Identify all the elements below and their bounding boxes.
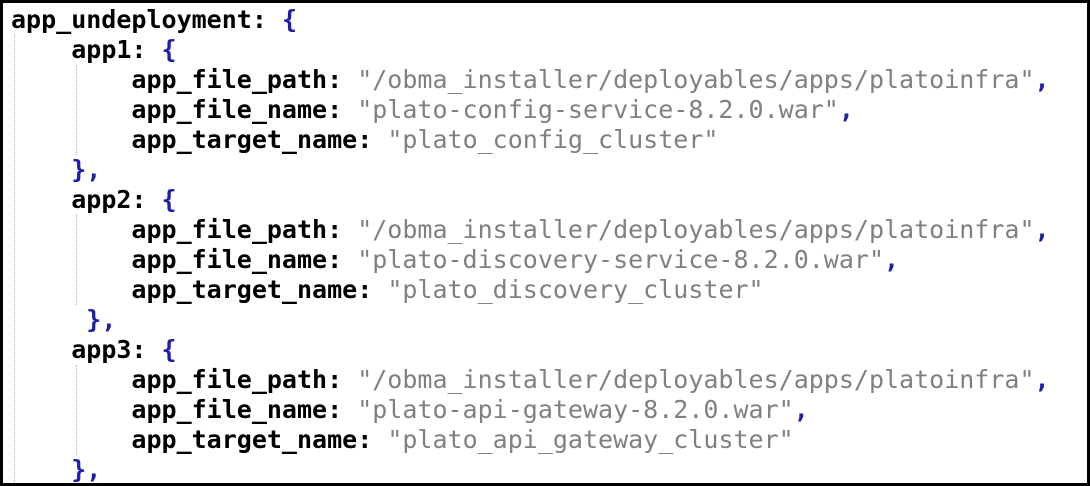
code-line: app_file_path: "/obma_installer/deployab…	[11, 365, 1087, 395]
token-key: app_file_name:	[131, 245, 343, 274]
token-space	[11, 215, 131, 244]
token-key: app_file_path:	[131, 215, 343, 244]
token-space	[11, 335, 71, 364]
token-space	[11, 95, 131, 124]
code-line: },	[11, 455, 1087, 484]
token-key: app_file_path:	[131, 65, 343, 94]
token-space	[11, 395, 131, 424]
token-space	[342, 245, 357, 274]
token-punct: ,	[1034, 65, 1050, 94]
token-space	[11, 245, 131, 274]
token-key: app2:	[71, 185, 147, 214]
code-line: app_file_name: "plato-api-gateway-8.2.0.…	[11, 395, 1087, 425]
token-key: app_file_path:	[131, 365, 343, 394]
token-punct: ,	[793, 395, 809, 424]
token-key: app_file_name:	[131, 95, 343, 124]
code-line: app2: {	[11, 185, 1087, 215]
code-line: app_file_path: "/obma_installer/deployab…	[11, 65, 1087, 95]
token-space	[372, 425, 387, 454]
code-line: app3: {	[11, 335, 1087, 365]
token-key: app_target_name:	[131, 425, 373, 454]
token-string: "/obma_installer/deployables/apps/platoi…	[357, 215, 1035, 244]
token-string: "plato_api_gateway_cluster"	[387, 425, 794, 454]
token-space	[372, 125, 387, 154]
token-space	[342, 215, 357, 244]
token-punct: ,	[838, 95, 854, 124]
token-string: "plato-api-gateway-8.2.0.war"	[357, 395, 794, 424]
token-string: "/obma_installer/deployables/apps/platoi…	[357, 65, 1035, 94]
token-key: app_undeployment:	[11, 5, 267, 34]
token-punct: {	[161, 35, 177, 64]
code-line: app_file_path: "/obma_installer/deployab…	[11, 215, 1087, 245]
token-punct: ,	[1034, 365, 1050, 394]
token-string: "/obma_installer/deployables/apps/platoi…	[357, 365, 1035, 394]
code-line: app_file_name: "plato-discovery-service-…	[11, 245, 1087, 275]
code-line: app_target_name: "plato_discovery_cluste…	[11, 275, 1087, 305]
token-space	[342, 395, 357, 424]
token-space	[11, 35, 71, 64]
code-line: },	[11, 305, 1087, 335]
token-space	[11, 185, 71, 214]
token-string: "plato-config-service-8.2.0.war"	[357, 95, 839, 124]
token-space	[146, 35, 161, 64]
token-space	[11, 275, 131, 304]
code-line: app1: {	[11, 35, 1087, 65]
token-key: app_target_name:	[131, 275, 373, 304]
code-line: app_file_name: "plato-config-service-8.2…	[11, 95, 1087, 125]
token-space	[342, 95, 357, 124]
code-line: app_target_name: "plato_api_gateway_clus…	[11, 425, 1087, 455]
token-space	[146, 335, 161, 364]
token-space	[11, 365, 131, 394]
token-punct: },	[86, 305, 117, 334]
token-space	[342, 65, 357, 94]
code-line: },	[11, 155, 1087, 185]
token-space	[146, 185, 161, 214]
token-space	[267, 5, 282, 34]
token-string: "plato_config_cluster"	[387, 125, 719, 154]
token-key: app3:	[71, 335, 147, 364]
token-space	[11, 425, 131, 454]
token-space	[342, 365, 357, 394]
token-key: app1:	[71, 35, 147, 64]
code-line: app_target_name: "plato_config_cluster"	[11, 125, 1087, 155]
code-line: app_undeployment: {	[11, 5, 1087, 35]
token-punct: {	[281, 5, 297, 34]
token-space	[11, 305, 86, 334]
token-punct: },	[71, 455, 102, 484]
token-punct: ,	[1034, 215, 1050, 244]
indent-guide-level2	[76, 365, 77, 455]
token-string: "plato-discovery-service-8.2.0.war"	[357, 245, 884, 274]
token-space	[11, 65, 131, 94]
token-key: app_target_name:	[131, 125, 373, 154]
indent-guide-level2	[76, 65, 77, 155]
token-punct: },	[71, 155, 102, 184]
token-key: app_file_name:	[131, 395, 343, 424]
token-space	[11, 155, 71, 184]
indent-guide-level2	[76, 215, 77, 305]
token-punct: {	[161, 335, 177, 364]
token-space	[11, 455, 71, 483]
token-punct: ,	[884, 245, 900, 274]
indent-guide-level1	[14, 35, 15, 483]
token-punct: {	[161, 185, 177, 214]
token-space	[372, 275, 387, 304]
token-string: "plato_discovery_cluster"	[387, 275, 764, 304]
token-space	[11, 125, 131, 154]
code-block: app_undeployment: { app1: { app_file_pat…	[3, 3, 1087, 484]
